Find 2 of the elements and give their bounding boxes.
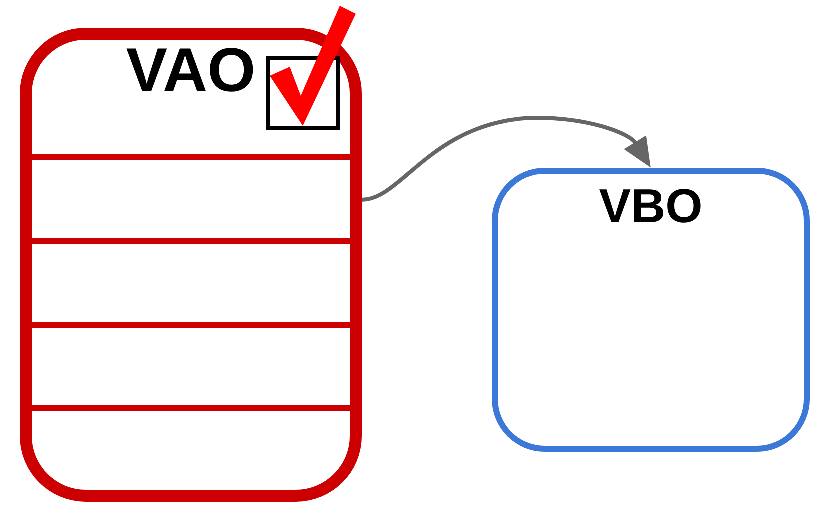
vao-box: VAO bbox=[20, 28, 362, 502]
vbo-box: VBO bbox=[492, 168, 810, 452]
